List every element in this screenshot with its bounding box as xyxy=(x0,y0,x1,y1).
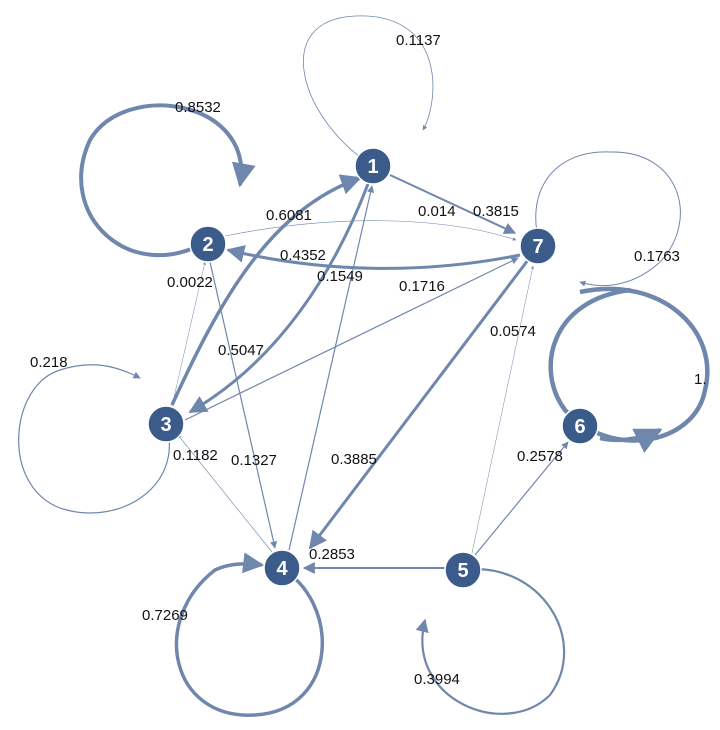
weight-label-5-4: 0.2853 xyxy=(309,546,355,563)
weight-label-2-2: 0.8532 xyxy=(175,99,221,116)
weight-label-5-5: 0.3994 xyxy=(414,671,460,688)
edge-7-2 xyxy=(226,245,521,270)
weight-label-7-2: 0.4352 xyxy=(280,247,326,264)
node-7[interactable]: 7 xyxy=(519,227,557,265)
node-4[interactable]: 4 xyxy=(263,549,301,587)
weight-label-5-6: 0.2578 xyxy=(517,448,563,465)
edge-5-6 xyxy=(474,441,569,556)
weight-label-4-1: 0.1549 xyxy=(317,268,363,285)
weight-label-2-4: 0.1327 xyxy=(231,452,277,469)
weight-label-1-3: 0.5047 xyxy=(218,342,264,359)
node-5-label: 5 xyxy=(457,560,468,582)
node-5[interactable]: 5 xyxy=(444,551,482,589)
edge-3-2 xyxy=(171,261,206,407)
weight-label-1-1: 0.1137 xyxy=(396,32,441,49)
node-7-label: 7 xyxy=(532,236,543,258)
weight-label-7-4: 0.3885 xyxy=(331,451,377,468)
self-loop-5 xyxy=(415,568,566,715)
edge-7-4 xyxy=(308,259,530,550)
edge-5-7 xyxy=(471,265,534,554)
node-6[interactable]: 6 xyxy=(561,407,599,445)
self-loop-3 xyxy=(18,364,170,514)
node-4-label: 4 xyxy=(276,558,288,580)
edge-3-1 xyxy=(170,174,362,406)
weight-label-4-4: 0.7269 xyxy=(142,607,188,624)
weight-label-3-3: 0.218 xyxy=(30,354,68,371)
weight-label-7-7: 0.1763 xyxy=(634,248,680,265)
edge-3-7 xyxy=(184,257,519,421)
self-loop-7 xyxy=(535,151,681,287)
weight-label-3-7: 0.1716 xyxy=(399,278,445,295)
self-loop-2 xyxy=(79,103,256,257)
self-loop-1 xyxy=(303,15,434,167)
edge-1-3 xyxy=(188,183,370,414)
node-1-label: 1 xyxy=(367,156,378,178)
self-loop-6 xyxy=(548,286,710,453)
node-3-label: 3 xyxy=(160,414,171,436)
weight-label-3-1: 0.6081 xyxy=(266,207,312,224)
node-1[interactable]: 1 xyxy=(354,147,392,185)
edge-2-4 xyxy=(209,261,278,549)
node-2[interactable]: 2 xyxy=(189,225,227,263)
weight-label-5-7: 0.0574 xyxy=(490,323,536,340)
edge-2-7 xyxy=(224,220,517,241)
weight-label-1-7: 0.014 xyxy=(418,203,456,220)
weight-label-3-2: 0.0022 xyxy=(167,274,213,291)
edge-4-3 xyxy=(177,434,273,553)
self-loop-4 xyxy=(174,552,324,717)
node-3[interactable]: 3 xyxy=(147,405,185,443)
weight-label-2-7: 0.3815 xyxy=(473,203,519,220)
edge-4-1 xyxy=(288,185,375,551)
node-6-label: 6 xyxy=(574,416,585,438)
weight-label-6-6: 1. xyxy=(694,371,707,388)
node-2-label: 2 xyxy=(202,234,213,256)
edge-1-7 xyxy=(389,174,517,234)
weight-label-4-3: 0.1182 xyxy=(173,447,218,464)
